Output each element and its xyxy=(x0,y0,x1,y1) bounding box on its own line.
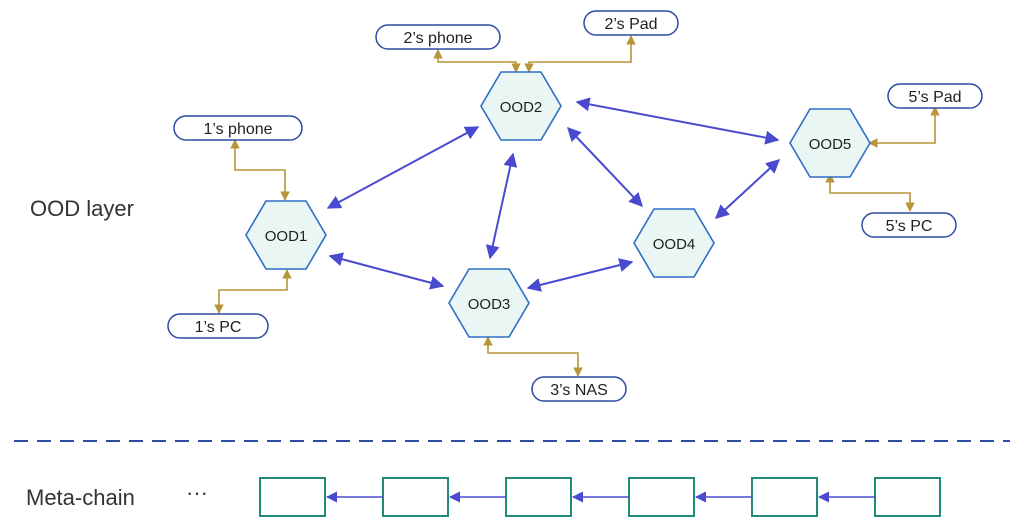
ood2-label: OOD2 xyxy=(500,99,543,116)
pc1-pill xyxy=(167,313,269,339)
meta-chain-ellipsis: ··· xyxy=(186,480,208,505)
nas3-pill xyxy=(531,376,627,402)
link-pc5-ood5 xyxy=(825,173,915,212)
phone1-pill xyxy=(173,115,303,141)
link-ood3-ood4 xyxy=(526,258,634,292)
chain-block-3 xyxy=(505,477,572,517)
ood3-hexagon xyxy=(448,268,530,338)
link-ood4-ood5 xyxy=(714,159,781,219)
meta-chain-label: Meta-chain xyxy=(26,485,135,510)
ood-node-4: OOD4 xyxy=(633,208,715,278)
phone2-pill xyxy=(375,24,501,50)
device-links xyxy=(214,35,940,377)
ood3-label: OOD3 xyxy=(468,296,511,313)
chain-block-2 xyxy=(382,477,449,517)
chain-block-1 xyxy=(259,477,326,517)
device-nas3: 3’s NAS xyxy=(531,376,627,402)
ood4-label: OOD4 xyxy=(653,236,696,253)
ood1-hexagon xyxy=(245,200,327,270)
pad5-label: 5’s Pad xyxy=(908,89,961,106)
pc5-label: 5’s PC xyxy=(886,218,933,235)
chain-block-4 xyxy=(628,477,695,517)
ood-node-3: OOD3 xyxy=(448,268,530,338)
link-phone1-ood1 xyxy=(230,139,290,201)
link-pad2-ood2 xyxy=(524,35,636,73)
phone1-label: 1’s phone xyxy=(203,121,272,138)
device-pc5: 5’s PC xyxy=(861,212,957,238)
pad5-pill xyxy=(887,83,983,109)
link-pad5-ood5 xyxy=(868,106,940,148)
pc5-pill xyxy=(861,212,957,238)
ood-node-5: OOD5 xyxy=(789,108,871,178)
ood5-hexagon xyxy=(789,108,871,178)
link-ood1-ood3 xyxy=(328,252,445,290)
ood1-label: OOD1 xyxy=(265,228,308,245)
device-phone2: 2’s phone xyxy=(375,24,501,50)
ood4-hexagon xyxy=(633,208,715,278)
chain-block-5 xyxy=(751,477,818,517)
link-nas3-ood3 xyxy=(483,336,583,377)
pad2-label: 2’s Pad xyxy=(604,16,657,33)
link-pc1-ood1 xyxy=(214,269,292,314)
ood-node-2: OOD2 xyxy=(480,71,562,141)
meta-chain xyxy=(259,477,941,517)
device-phone1: 1’s phone xyxy=(173,115,303,141)
phone2-label: 2’s phone xyxy=(403,30,472,47)
device-pad5: 5’s Pad xyxy=(887,83,983,109)
nas3-label: 3’s NAS xyxy=(550,382,608,399)
link-ood2-ood5 xyxy=(575,97,780,145)
link-ood2-ood4 xyxy=(567,126,643,208)
pc1-label: 1’s PC xyxy=(195,319,242,336)
ood-links xyxy=(326,97,781,292)
pad2-pill xyxy=(583,10,679,36)
ood5-label: OOD5 xyxy=(809,136,852,153)
ood-node-1: OOD1 xyxy=(245,200,327,270)
link-ood1-ood2 xyxy=(326,126,480,209)
ood2-hexagon xyxy=(480,71,562,141)
device-pc1: 1’s PC xyxy=(167,313,269,339)
device-pad2: 2’s Pad xyxy=(583,10,679,36)
chain-block-6 xyxy=(874,477,941,517)
ood-layer-label: OOD layer xyxy=(30,196,134,221)
link-phone2-ood2 xyxy=(433,49,521,73)
link-ood2-ood3 xyxy=(485,152,518,260)
